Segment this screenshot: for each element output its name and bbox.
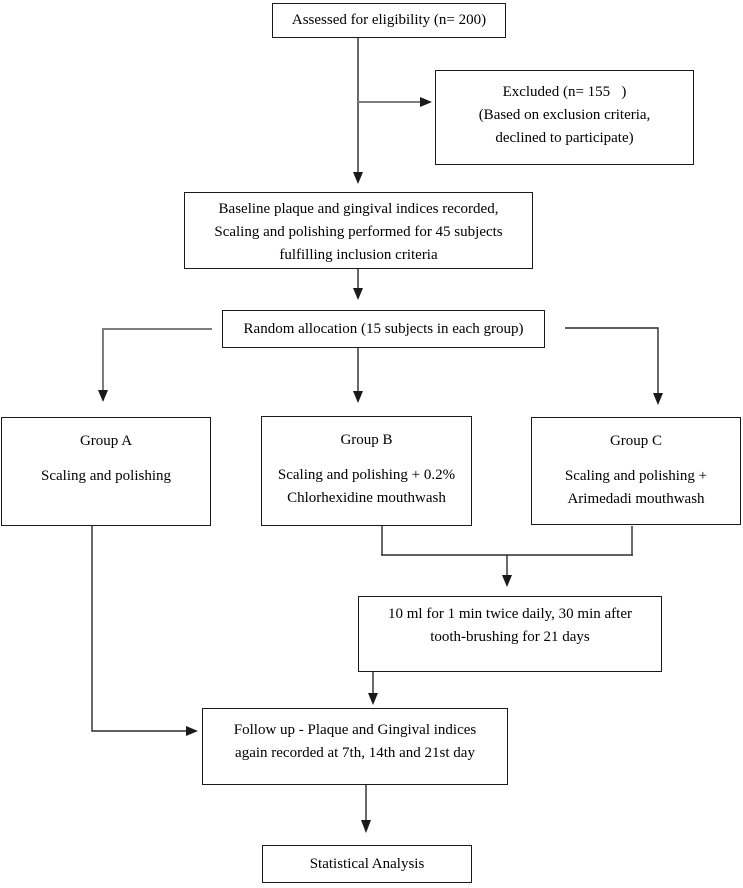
node-text: Scaling and polishing + 0.2% bbox=[277, 467, 456, 483]
node-text: fulfilling inclusion criteria bbox=[279, 247, 438, 263]
node-group-c: Group C Scaling and polishing + Arimedad… bbox=[531, 417, 741, 525]
connector-assessed-to-excluded bbox=[358, 97, 432, 107]
node-followup: Follow up - Plaque and Gingival indices … bbox=[202, 708, 508, 785]
group-title: Group A bbox=[79, 433, 133, 449]
node-text: Chlorhexidine mouthwash bbox=[287, 490, 446, 506]
node-text: 10 ml for 1 min twice daily, 30 min afte… bbox=[388, 606, 632, 622]
connector-group-a-to-followup bbox=[91, 526, 198, 736]
connector-random-to-group-b bbox=[353, 348, 363, 403]
node-text: again recorded at 7th, 14th and 21st day bbox=[235, 745, 475, 761]
node-dosage-instructions: 10 ml for 1 min twice daily, 30 min afte… bbox=[358, 596, 662, 672]
connector-followup-to-stats bbox=[361, 785, 371, 833]
node-excluded: Excluded (n= 155 ) (Based on exclusion c… bbox=[435, 70, 694, 165]
node-text: tooth-brushing for 21 days bbox=[430, 629, 590, 645]
connector-baseline-to-random bbox=[353, 269, 363, 300]
node-random-allocation: Random allocation (15 subjects in each g… bbox=[222, 310, 545, 348]
connector-assessed-to-baseline bbox=[353, 38, 363, 184]
node-text: Scaling and polishing bbox=[41, 468, 171, 484]
node-statistical-analysis: Statistical Analysis bbox=[262, 845, 472, 883]
node-text: Scaling and polishing performed for 45 s… bbox=[214, 224, 503, 240]
node-text: Arimedadi mouthwash bbox=[567, 491, 705, 507]
group-title: Group B bbox=[340, 432, 393, 448]
node-assessed-eligibility: Assessed for eligibility (n= 200) bbox=[272, 3, 506, 38]
node-text: Scaling and polishing + bbox=[564, 468, 708, 484]
connector-groups-bc-to-dosage bbox=[381, 526, 633, 587]
node-group-b: Group B Scaling and polishing + 0.2% Chl… bbox=[261, 416, 472, 526]
node-text: (Based on exclusion criteria, bbox=[478, 107, 651, 123]
node-text: Random allocation (15 subjects in each g… bbox=[243, 320, 524, 337]
connector-random-to-group-c bbox=[565, 327, 663, 405]
node-text: Excluded (n= 155 ) bbox=[502, 84, 627, 100]
group-title: Group C bbox=[609, 433, 663, 449]
node-text: Assessed for eligibility (n= 200) bbox=[291, 12, 487, 28]
node-text: declined to participate) bbox=[495, 130, 634, 146]
connector-random-to-group-a bbox=[98, 328, 212, 402]
node-text: Statistical Analysis bbox=[309, 855, 425, 872]
connector-dosage-to-followup bbox=[368, 672, 378, 705]
node-group-a: Group A Scaling and polishing bbox=[1, 417, 211, 526]
node-text: Baseline plaque and gingival indices rec… bbox=[218, 201, 499, 217]
node-text: Follow up - Plaque and Gingival indices bbox=[233, 722, 477, 738]
node-baseline-indices: Baseline plaque and gingival indices rec… bbox=[184, 192, 533, 269]
